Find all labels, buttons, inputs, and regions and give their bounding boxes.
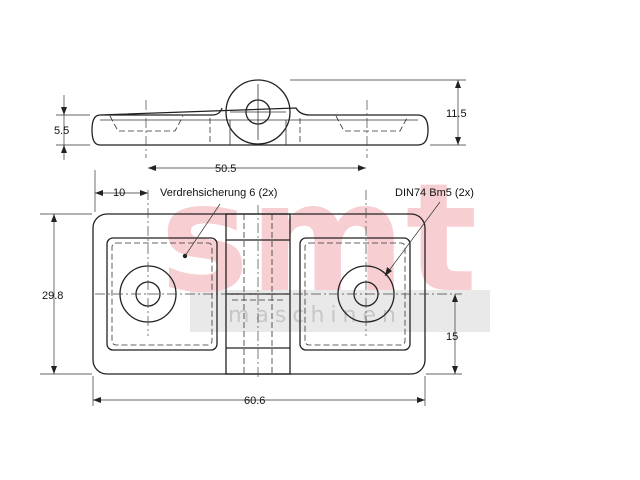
callout-thread: DIN74 Bm5 (2x) <box>395 187 474 199</box>
watermark-band <box>190 290 490 332</box>
watermark: smt maschinen <box>160 152 490 332</box>
dim-offset: 10 <box>113 187 125 199</box>
side-view: 5.5 11.5 <box>54 79 467 160</box>
top-view: 50.5 10 29.8 15 60.6 Verdrehsicherung 6 … <box>40 163 474 407</box>
dim-height: 29.8 <box>42 290 63 302</box>
dim-side-height: 5.5 <box>54 125 69 137</box>
dim-side-total: 11.5 <box>446 108 467 120</box>
watermark-subtitle: maschinen <box>228 303 402 328</box>
dim-half-height: 15 <box>446 331 458 343</box>
watermark-logo: smt <box>160 152 477 326</box>
dim-width: 60.6 <box>244 395 265 407</box>
callout-anti-rotation: Verdrehsicherung 6 (2x) <box>160 187 277 199</box>
dim-hole-spacing: 50.5 <box>215 163 236 175</box>
